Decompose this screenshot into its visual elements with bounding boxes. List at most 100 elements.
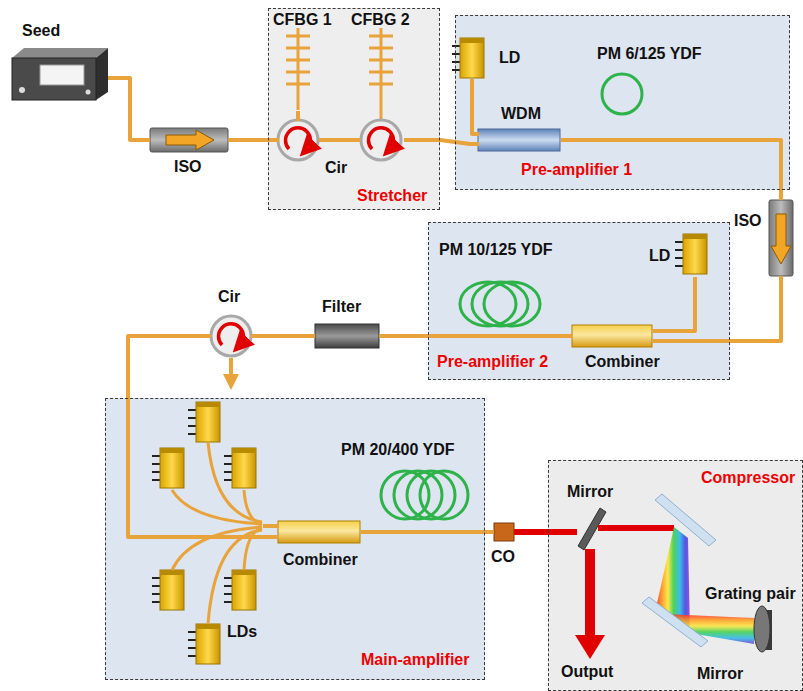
component-label: ISO (734, 212, 762, 230)
seed-laser-device (12, 48, 108, 58)
fiber-connector (296, 111, 300, 121)
fiber-connector (653, 276, 781, 341)
gain-fiber: PM 6/125 YDF (601, 73, 645, 117)
combiner: Combiner (279, 522, 361, 544)
laser-diodes (224, 570, 256, 610)
group-title: Stretcher (357, 187, 427, 205)
fiber-connector (379, 334, 573, 338)
fiber-connector (251, 334, 315, 338)
laser-diodes (152, 570, 184, 610)
laser-diode: LD (461, 39, 485, 79)
isolator-symbol (771, 214, 791, 264)
gain-fiber-coils (602, 74, 642, 114)
circulators (278, 120, 318, 160)
collimator (494, 523, 514, 541)
component-label: LD (649, 247, 670, 265)
gain-fiber-coils (420, 471, 468, 519)
laser-diodes (452, 38, 484, 78)
component-label: CO (491, 548, 515, 566)
gain-fiber: PM 10/125 YDF (459, 281, 543, 329)
filter: Filter (315, 324, 379, 348)
collimator (494, 523, 514, 541)
circulator: Cir (211, 316, 251, 356)
gain-fiber: PM 20/400 YDF (381, 471, 471, 521)
laser-diode: LD (684, 235, 708, 277)
seed-laser-device (12, 58, 96, 100)
fiber-connector (263, 526, 279, 527)
wdm: WDM (479, 130, 561, 152)
fiber-connector (361, 530, 494, 534)
component-label: Cir (325, 159, 347, 177)
laser-diodes (224, 448, 256, 488)
component-label: PM 20/400 YDF (341, 441, 455, 459)
fiber-connector (108, 78, 150, 140)
seed-laser-device (19, 87, 25, 93)
group-grounds (105, 8, 803, 691)
gain-fiber-coils (484, 282, 540, 326)
fiber-connector (472, 79, 479, 134)
fiber-bragg-grating (286, 35, 310, 38)
fiber-connector (404, 140, 479, 144)
component-label: CFBG 2 (351, 11, 410, 29)
component-label: Mirror (567, 483, 613, 501)
bandpass-filter (315, 324, 379, 348)
component-label: Mirror (697, 665, 743, 683)
pump-pigtails (208, 442, 262, 522)
seed-laser: Seed (12, 48, 108, 100)
output-label: Output (561, 663, 623, 685)
fiber-connector (263, 524, 279, 528)
fiber-connector (404, 140, 479, 144)
group-grounds (268, 8, 440, 210)
component-label: ISO (174, 158, 202, 176)
circulator: Cir (279, 121, 319, 161)
pump-pigtails (172, 490, 262, 524)
laser-beam (514, 532, 577, 533)
gain-fiber-coils (381, 471, 429, 519)
group-title: Pre-amplifier 1 (521, 161, 632, 179)
fiber-bragg-grating (286, 47, 310, 50)
gain-fiber-coils (472, 282, 528, 326)
gain-fiber-coils (460, 282, 516, 326)
component-label: Filter (322, 298, 361, 316)
fiber-bragg-grating (286, 28, 393, 120)
amplifier-group: Main-amplifierPM 20/400 YDFCombinerLDs (105, 398, 485, 680)
circulators (361, 120, 401, 160)
fiber-connector (379, 336, 573, 337)
wdm-coupler (478, 129, 560, 151)
fiber-connector (319, 140, 360, 141)
laser-diodes (188, 402, 220, 442)
seed-laser-device (40, 65, 84, 85)
fiber-connector (228, 140, 279, 141)
pump-combiners (572, 325, 652, 347)
preamp-group: Pre-amplifier 1 LD PM 6/125 YDF WDM (455, 15, 790, 190)
fiber-bragg-grating (286, 59, 310, 62)
isolator-symbol (150, 128, 228, 152)
grating-pair: Grating pair (641, 495, 791, 647)
component-label: WDM (501, 105, 541, 123)
fiber-bragg-grating (380, 28, 383, 120)
fiber-connector (251, 336, 315, 337)
seed-laser-device (12, 48, 108, 100)
component-label: Combiner (585, 353, 660, 371)
mirror: Mirror (755, 607, 771, 653)
group-grounds (428, 222, 730, 380)
laser-diodes (675, 234, 707, 274)
pump-combiners (278, 521, 360, 543)
group-grounds (455, 15, 790, 190)
group-title: Pre-amplifier 2 (437, 353, 548, 371)
compressor-optics (598, 525, 674, 531)
fiber-bragg-grating (286, 83, 310, 86)
fiber-connector (228, 138, 279, 142)
group-title: Compressor (701, 469, 795, 487)
compressor-optics (642, 597, 708, 647)
compressor-group: CompressorMirrorGrating pairMirrorOutput (548, 460, 803, 691)
component-label: Grating pair (705, 585, 796, 603)
isolator-symbol (769, 200, 793, 276)
gain-fiber-coils (394, 471, 442, 519)
pump-pigtails (172, 442, 262, 624)
stretcher-group: StretcherCFBG 1CFBG 2Cir (268, 8, 440, 210)
component-label: Cir (218, 288, 240, 306)
bandpass-filter (315, 324, 379, 348)
